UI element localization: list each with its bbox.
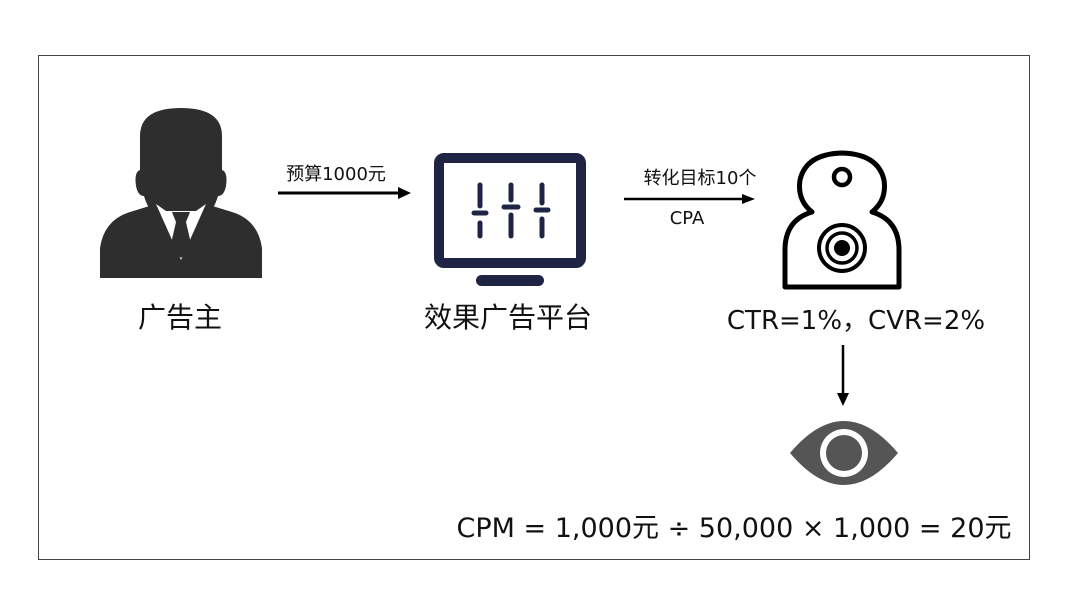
conversion-arrow bbox=[624, 194, 755, 204]
diagram-frame bbox=[38, 55, 1030, 560]
cpm-formula: CPM = 1,000元 ÷ 50,000 × 1,000 = 20元 bbox=[456, 513, 1012, 544]
budget-arrow bbox=[278, 187, 411, 199]
shooting-target-icon bbox=[782, 150, 902, 290]
down-arrow bbox=[837, 345, 849, 406]
platform-label: 效果广告平台 bbox=[423, 301, 593, 334]
advertiser-label: 广告主 bbox=[137, 301, 223, 334]
advertiser-person-icon bbox=[100, 108, 262, 278]
budget-label: 预算1000元 bbox=[286, 164, 386, 185]
eye-icon bbox=[790, 421, 898, 485]
cpa-label: CPA bbox=[669, 208, 705, 229]
monitor-sliders-icon bbox=[434, 153, 586, 286]
ctr-cvr-label: CTR=1%，CVR=2% bbox=[726, 306, 986, 336]
conversion-goal-label: 转化目标10个 bbox=[643, 168, 757, 189]
